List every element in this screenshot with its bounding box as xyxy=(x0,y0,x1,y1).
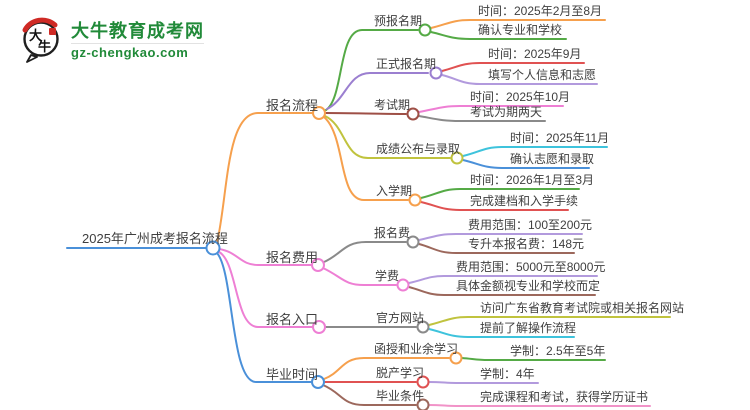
node-label-enroll-period[interactable]: 入学期 xyxy=(376,184,413,198)
logo-title: 大牛教育成考网 xyxy=(71,20,204,41)
daniu-logo-icon: 大 牛 xyxy=(22,17,59,63)
node-label-formal-fill[interactable]: 填写个人信息和志愿 xyxy=(488,68,597,82)
edge-exam-time xyxy=(418,105,564,113)
node-circle-graduation-cond[interactable] xyxy=(416,398,430,410)
node-circle-exam-period[interactable] xyxy=(406,107,420,121)
node-label-reg-process[interactable]: 报名流程 xyxy=(266,98,319,113)
logo-text-block: 大牛教育成考网 gz-chengkao.com xyxy=(71,17,204,60)
edge-site-prepare xyxy=(428,328,575,338)
node-label-formal-period[interactable]: 正式报名期 xyxy=(376,57,437,71)
node-label-result-confirm[interactable]: 确认志愿和录取 xyxy=(510,152,595,166)
node-label-pre-confirm[interactable]: 确认专业和学校 xyxy=(478,23,563,37)
edge-formal-time xyxy=(441,62,585,72)
node-label-reg-fee-group[interactable]: 报名费用 xyxy=(266,250,319,265)
edge-tuochan-years xyxy=(428,381,539,384)
edge-reg-fee xyxy=(323,241,407,263)
node-circle-reg-entrance[interactable] xyxy=(312,320,326,334)
node-label-hanshou-study[interactable]: 函授和业余学习 xyxy=(374,342,459,356)
node-label-formal-time[interactable]: 时间：2025年9月 xyxy=(488,47,582,61)
node-circle-reg-process[interactable] xyxy=(312,106,326,120)
node-circle-graduation-time[interactable] xyxy=(311,375,325,389)
edge-cond-detail xyxy=(428,404,651,407)
edge-exam-period xyxy=(325,112,407,115)
svg-text:牛: 牛 xyxy=(38,39,51,54)
edge-reg-fee-range xyxy=(418,233,583,241)
node-label-tuition-range[interactable]: 费用范围：5000元至8000元 xyxy=(456,260,606,274)
edge-reg-fee-group xyxy=(218,248,312,266)
node-label-tuochan-study[interactable]: 脱产学习 xyxy=(376,366,425,380)
node-label-pre-period[interactable]: 预报名期 xyxy=(374,14,423,28)
edge-graduation-time xyxy=(215,251,312,383)
edge-enroll-done xyxy=(420,201,569,211)
node-circle-formal-period[interactable] xyxy=(429,66,443,80)
edge-tuition-range xyxy=(408,275,598,284)
edge-result-time xyxy=(462,146,608,157)
node-label-site-visit[interactable]: 访问广东省教育考试院或相关报名网站 xyxy=(480,301,685,315)
node-label-tuition[interactable]: 学费 xyxy=(375,269,400,283)
node-label-official-site[interactable]: 官方网站 xyxy=(376,311,425,325)
edge-tuition-note xyxy=(408,286,596,296)
edge-exam-days xyxy=(418,115,546,122)
edge-enroll-period xyxy=(323,116,409,201)
site-logo[interactable]: 大 牛 大牛教育成考网 gz-chengkao.com xyxy=(20,13,204,63)
node-label-tuition-note[interactable]: 具体金额视专业和学校而定 xyxy=(456,279,601,293)
node-circle-tuition[interactable] xyxy=(396,278,410,292)
node-circle-official-site[interactable] xyxy=(416,320,430,334)
edge-reg-fee-zsb xyxy=(418,243,575,254)
node-label-graduation-time[interactable]: 毕业时间 xyxy=(266,367,319,382)
node-label-graduation-cond[interactable]: 毕业条件 xyxy=(376,389,425,403)
edge-tuition xyxy=(322,267,397,286)
edge-pre-period xyxy=(325,29,419,111)
edge-enroll-time xyxy=(420,188,580,199)
node-label-exam-time[interactable]: 时间：2025年10月 xyxy=(470,90,571,104)
edge-pre-time xyxy=(430,19,606,29)
node-label-enroll-time[interactable]: 时间：2026年1月至3月 xyxy=(470,173,595,187)
node-label-root[interactable]: 2025年广州成考报名流程 xyxy=(82,231,228,246)
node-label-reg-fee-range[interactable]: 费用范围：100至200元 xyxy=(468,218,593,232)
edge-formal-fill xyxy=(441,74,598,85)
svg-text:大: 大 xyxy=(29,28,42,43)
node-label-result-admit[interactable]: 成绩公布与录取 xyxy=(376,142,461,156)
logo-domain-url: gz-chengkao.com xyxy=(71,42,204,60)
edge-graduation-cond xyxy=(322,384,417,406)
node-circle-pre-period[interactable] xyxy=(418,23,432,37)
node-label-reg-entrance[interactable]: 报名入口 xyxy=(266,312,319,327)
node-circle-reg-fee-group[interactable] xyxy=(311,258,325,272)
node-circle-root[interactable] xyxy=(205,240,221,256)
node-label-pre-time[interactable]: 时间：2025年2月至8月 xyxy=(478,4,603,18)
node-label-exam-days[interactable]: 考试为期两天 xyxy=(470,105,543,119)
edge-hanshou-years xyxy=(461,357,606,361)
edge-hanshou-study xyxy=(323,357,450,380)
node-circle-reg-fee[interactable] xyxy=(406,235,420,249)
edge-result-admit xyxy=(324,115,451,159)
node-label-enroll-done[interactable]: 完成建档和入学手续 xyxy=(470,194,579,208)
node-label-reg-fee[interactable]: 报名费 xyxy=(374,226,411,240)
node-circle-hanshou-study[interactable] xyxy=(449,351,463,365)
node-label-tuochan-years[interactable]: 学制：4年 xyxy=(480,367,535,381)
node-circle-tuochan-study[interactable] xyxy=(416,375,430,389)
node-label-hanshou-years[interactable]: 学制：2.5年至5年 xyxy=(510,344,606,358)
edge-result-confirm xyxy=(462,159,590,169)
node-label-site-prepare[interactable]: 提前了解操作流程 xyxy=(480,321,577,335)
edge-site-visit xyxy=(428,316,671,326)
edge-reg-process xyxy=(216,112,313,244)
node-label-reg-fee-zsb[interactable]: 专升本报名费：148元 xyxy=(468,237,585,251)
edge-reg-entrance xyxy=(216,250,313,328)
node-circle-enroll-period[interactable] xyxy=(408,193,422,207)
edge-pre-confirm xyxy=(430,31,567,40)
node-label-exam-period[interactable]: 考试期 xyxy=(374,98,411,112)
edge-formal-period xyxy=(326,72,429,110)
node-label-cond-detail[interactable]: 完成课程和考试，获得学历证书 xyxy=(480,390,649,404)
node-label-result-time[interactable]: 时间：2025年11月 xyxy=(510,131,610,145)
node-circle-result-admit[interactable] xyxy=(450,151,464,165)
